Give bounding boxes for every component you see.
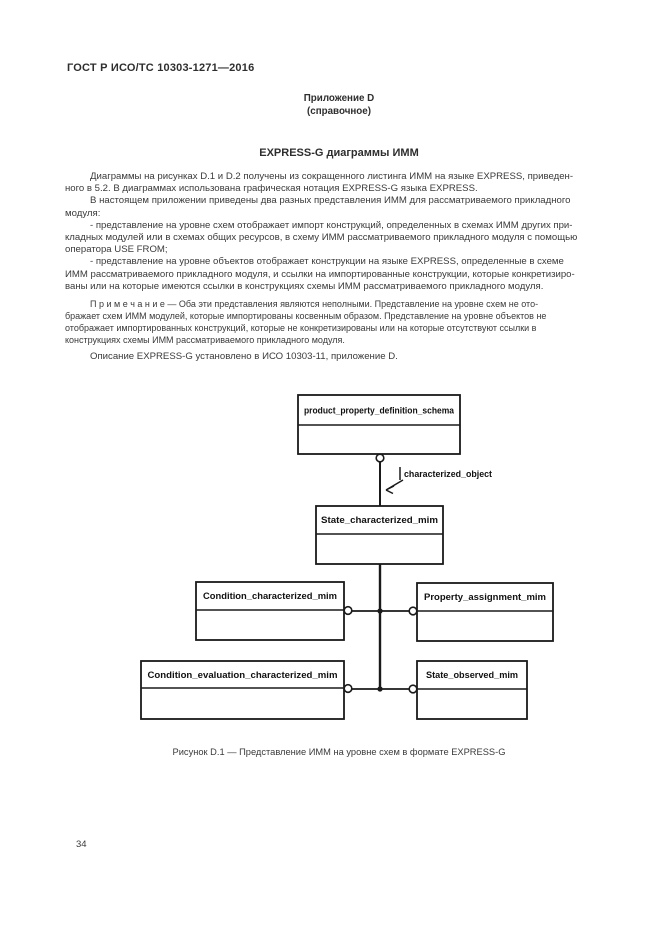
leader-arrow-icon [385, 479, 404, 495]
page-reference-circle [375, 453, 385, 463]
appendix-type: (справочное) [307, 105, 371, 117]
appendix-heading: Приложение D (справочное) [65, 93, 613, 118]
list-item-dash: - представление на уровне схем отображае… [65, 219, 578, 256]
entity-label: product_property_definition_schema [304, 406, 455, 416]
paragraph: Диаграммы на рисунках D.1 и D.2 получены… [65, 171, 574, 195]
entity-label: State_characterized_mim [321, 515, 438, 525]
page-number: 34 [76, 839, 87, 850]
note-paragraph: П р и м е ч а н и е — Оба эти представле… [65, 299, 547, 346]
entity-box [416, 660, 528, 720]
running-header: ГОСТ Р ИСО/ТС 10303-1271—2016 [67, 62, 255, 74]
entity-box [140, 660, 345, 720]
list-item-dash: - представление на уровне объектов отобр… [65, 256, 575, 292]
entity-condition-characterized-mim: Condition_characterized_mim [195, 581, 345, 641]
page-reference-circle [343, 605, 353, 616]
paragraph: В настоящем приложении приведены два раз… [65, 195, 571, 219]
page-reference-circle [408, 684, 418, 694]
body-text: Диаграммы на рисунках D.1 и D.2 получены… [65, 171, 614, 364]
entity-property-assignment-mim: Property_assignment_mim [416, 582, 554, 642]
paragraph: Описание EXPRESS-G установлено в ИСО 103… [90, 351, 398, 363]
page-reference-circle [408, 606, 418, 616]
appendix-label: Приложение D [303, 93, 375, 104]
junction-dot [377, 686, 383, 692]
entity-state-characterized-mim: State_characterized_mim [315, 505, 444, 565]
entity-label: State_observed_mim [426, 670, 518, 680]
entity-condition-evaluation-characterized-mim: Condition_evaluation_characterized_mim [140, 660, 345, 720]
entity-label: Condition_evaluation_characterized_mim [148, 670, 338, 680]
junction-dot [377, 608, 383, 614]
figure-caption: Рисунок D.1 — Представление ИММ на уровн… [172, 747, 506, 757]
entity-box [315, 505, 444, 565]
appendix-title: EXPRESS-G диаграммы ИММ [259, 147, 419, 159]
page-reference-circle [343, 683, 353, 694]
edge-label-text: characterized_object [404, 469, 492, 479]
entity-label: Condition_characterized_mim [203, 591, 337, 601]
entity-label: Property_assignment_mim [424, 592, 546, 602]
entity-box [416, 582, 554, 642]
edge-label-characterized-object: characterized_object [385, 467, 492, 495]
entity-state-observed-mim: State_observed_mim [416, 660, 528, 720]
entity-product-property-definition-schema: product_property_definition_schema [297, 394, 461, 455]
express-g-diagram: product_property_definition_schema chara… [140, 394, 554, 720]
entity-box [195, 581, 345, 641]
